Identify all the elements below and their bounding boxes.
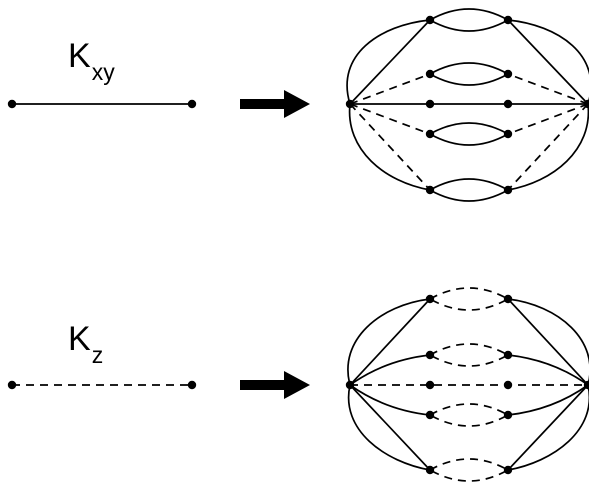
kxy-subscript: xy	[92, 59, 116, 85]
kz-bond	[7, 380, 197, 390]
kz-lens-1	[429, 287, 510, 311]
kz-lens-2	[429, 343, 510, 367]
kxy-bond-left-site	[7, 99, 17, 109]
kz-symbol: K	[68, 320, 91, 358]
kz-site	[503, 380, 513, 390]
kz-spoke-2-right	[507, 354, 589, 386]
kxy-site-right	[583, 99, 589, 109]
kxy-site	[425, 185, 435, 195]
kz-site	[503, 350, 513, 360]
kz-lens-4	[429, 403, 510, 427]
kz-spoke-2-left	[349, 354, 431, 386]
kxy-spoke-5-right	[507, 103, 589, 191]
kz-arrow-icon	[240, 371, 310, 399]
kxy-spoke-top-left	[349, 19, 431, 105]
kxy-outer-arc-bottom-right	[507, 103, 589, 191]
kz-site	[425, 350, 435, 360]
kxy-site	[425, 15, 435, 25]
kxy-row: Kxy	[7, 8, 589, 202]
kz-site	[503, 465, 513, 475]
kz-site	[503, 294, 513, 304]
kxy-lens-1	[429, 8, 510, 32]
kxy-outer-arc-right	[507, 19, 589, 105]
kxy-lens-5	[429, 178, 510, 202]
kxy-lens-2	[429, 62, 510, 86]
kz-site	[503, 410, 513, 420]
kxy-spoke-4-right	[507, 103, 589, 135]
kxy-symbol: K	[68, 37, 91, 75]
kxy-spoke-2-left	[349, 73, 431, 105]
kxy-spoke-4-left	[349, 103, 431, 135]
kz-site	[425, 465, 435, 475]
kz-outer-arc-top-left	[347, 298, 431, 386]
kxy-site	[425, 129, 435, 139]
kxy-lens-4	[429, 122, 510, 146]
kz-spoke-5-right	[507, 384, 589, 471]
kxy-expanded-graph	[345, 8, 589, 202]
kxy-spoke-2-right	[507, 73, 589, 105]
kxy-site	[503, 185, 513, 195]
kxy-label: Kxy	[68, 37, 115, 85]
kxy-site	[503, 69, 513, 79]
kxy-site-left	[345, 99, 355, 109]
kz-expanded-graph	[345, 287, 589, 482]
kz-bond-left-site	[7, 380, 17, 390]
kz-bond-right-site	[187, 380, 197, 390]
kz-outer-arc-bottom-left	[347, 384, 431, 471]
kz-outer-arc-bottom-right	[507, 384, 589, 471]
kz-spoke-1-right	[507, 298, 589, 386]
kxy-site	[425, 69, 435, 79]
kz-site	[425, 380, 435, 390]
kxy-outer-arc-left	[346, 19, 431, 105]
kz-spoke-4-left	[349, 384, 431, 416]
kxy-spoke-top-right	[507, 19, 589, 105]
kz-spoke-5-left	[349, 384, 431, 471]
kxy-bond	[7, 99, 197, 109]
kz-label: Kz	[68, 320, 103, 368]
kz-site-right	[583, 380, 589, 390]
kz-site	[425, 294, 435, 304]
kxy-site	[503, 99, 513, 109]
kz-lens-5	[429, 458, 510, 482]
kxy-site	[503, 129, 513, 139]
kxy-bond-right-site	[187, 99, 197, 109]
kxy-outer-arc-bottom-left	[348, 103, 431, 191]
kxy-arrow-icon	[240, 90, 310, 118]
kz-outer-arc-top-right	[507, 298, 589, 386]
kz-subscript: z	[92, 342, 104, 368]
kxy-site	[425, 99, 435, 109]
kz-spoke-4-right	[507, 384, 589, 416]
kz-row: Kz	[7, 287, 589, 482]
kxy-site	[503, 15, 513, 25]
kz-site-left	[345, 380, 355, 390]
kz-spoke-1-left	[349, 298, 431, 386]
kxy-spoke-5-left	[349, 103, 431, 191]
kz-site	[425, 410, 435, 420]
